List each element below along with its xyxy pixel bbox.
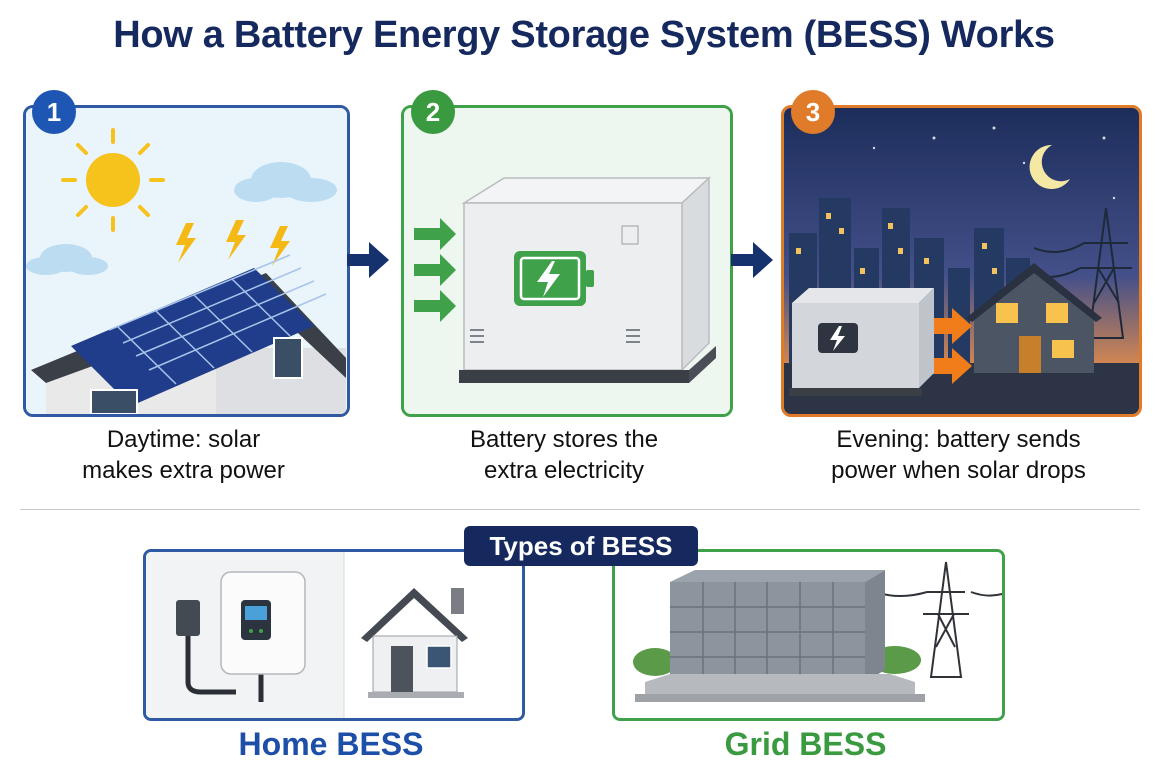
house-icon	[966, 263, 1102, 373]
step-1-badge: 1	[32, 90, 76, 134]
arrow-icon	[414, 218, 456, 322]
arrow-icon	[347, 242, 389, 278]
step-2-caption-line-2: extra electricity	[483, 457, 645, 484]
arrow-icon	[932, 308, 972, 384]
wall-battery-icon	[176, 571, 306, 702]
solar-house-icon	[31, 254, 346, 414]
battery-charge-icon	[514, 251, 594, 306]
grid-bess-panel	[612, 549, 1005, 721]
grid-battery-icon	[635, 570, 925, 702]
step-2-caption-line-1: Battery stores the	[469, 426, 659, 453]
sun-icon	[61, 128, 165, 232]
step-3-caption-line-2: power when solar drops	[831, 457, 1086, 484]
step-3-caption-line-1: Evening: battery sends	[836, 426, 1081, 453]
step-2-panel	[401, 105, 733, 417]
grid-bess-label: Grid BESS	[724, 726, 887, 762]
power-pylon-icon	[1023, 207, 1132, 339]
step-1-caption-line-2: makes extra power	[82, 457, 285, 484]
home-bess-label: Home BESS	[238, 726, 424, 762]
moon-icon	[1029, 144, 1070, 189]
step-1-caption-line-1: Daytime: solar	[106, 426, 261, 453]
lightning-icon	[176, 220, 290, 266]
step-2-badge: 2	[411, 90, 455, 134]
page-title: How a Battery Energy Storage System (BES…	[113, 14, 1055, 56]
step-3-caption: Evening: battery sends power when solar …	[781, 424, 1136, 486]
step-1-caption: Daytime: solar makes extra power	[23, 424, 344, 486]
step-2-caption: Battery stores the extra electricity	[401, 424, 727, 486]
cloud-icon	[26, 162, 337, 275]
arrow-icon	[731, 242, 773, 278]
step-3-badge: 3	[791, 90, 835, 134]
house-icon	[361, 588, 468, 698]
power-pylon-icon	[874, 561, 1002, 678]
types-heading: Types of BESS	[464, 526, 698, 566]
battery-container-icon	[789, 288, 934, 396]
step-3-panel	[781, 105, 1142, 417]
divider	[20, 509, 1140, 510]
home-bess-panel	[143, 549, 525, 721]
step-1-panel	[23, 105, 350, 417]
